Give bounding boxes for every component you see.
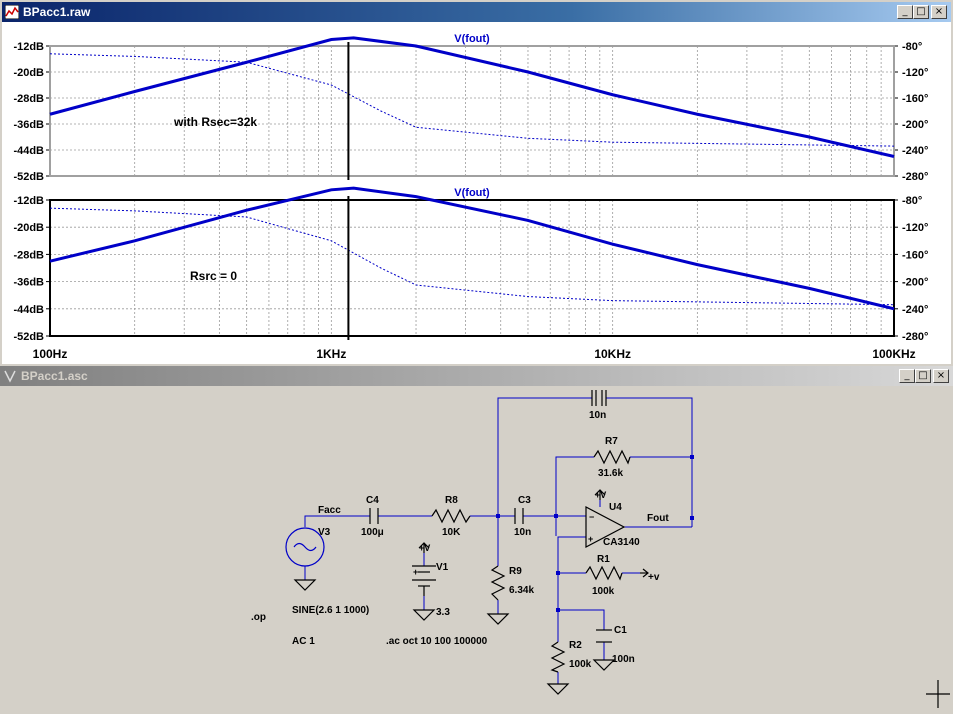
schematic-labels: C2 10n R7 31.6k U4 CA3140 Fout Facc C4 1… <box>251 386 669 670</box>
y-tick-label-left: -28dB <box>13 93 44 105</box>
y-tick-label-left: -52dB <box>13 331 44 343</box>
schematic-window[interactable]: BPacc1.asc _ □ × <box>0 366 953 714</box>
waveform-window[interactable]: BPacc1.raw _ □ × -12dB -80° -20dB -120° -28d… <box>0 0 953 366</box>
y-tick-label-right: -160° <box>902 249 928 261</box>
c3-value: 10n <box>514 527 531 538</box>
c3-ref: C3 <box>518 495 531 506</box>
facc-label: Facc <box>318 505 341 516</box>
opamp-minus-mark: − <box>589 512 594 522</box>
r2-ref: R2 <box>569 640 582 651</box>
y-tick-label-left: -36dB <box>13 277 44 289</box>
c1-ref: C1 <box>614 625 627 636</box>
c4-ref: C4 <box>366 495 379 506</box>
u4-ref: U4 <box>609 502 622 513</box>
sine-spec: SINE(2.6 1 1000) <box>292 605 369 616</box>
y-tick-label-left: -28dB <box>13 249 44 261</box>
phase-trace <box>49 53 895 147</box>
minimize-button[interactable]: _ <box>899 369 915 383</box>
opamp-plus-mark: + <box>588 534 593 544</box>
x-tick-label: 10KHz <box>594 347 631 361</box>
ac-directive: .ac oct 10 100 100000 <box>386 636 488 647</box>
v1-plus-mark: + <box>413 567 418 577</box>
minimize-button[interactable]: _ <box>897 5 913 19</box>
magnitude-trace <box>49 186 895 311</box>
maximize-button[interactable]: □ <box>913 5 929 19</box>
plusv-label: +v <box>648 572 660 583</box>
schematic-components <box>285 390 950 708</box>
r8-ref: R8 <box>445 495 458 506</box>
y-tick-label-right: -280° <box>902 331 928 343</box>
close-button[interactable]: × <box>933 369 949 383</box>
plot-area[interactable]: -12dB -80° -20dB -120° -28dB -160° -36dB -200° -… <box>2 22 951 364</box>
window-title: BPacc1.asc <box>21 369 88 383</box>
y-tick-label-right: -120° <box>902 67 928 79</box>
window-title: BPacc1.raw <box>23 5 91 19</box>
r1-ref: R1 <box>597 554 610 565</box>
r2-value: 100k <box>569 659 592 670</box>
x-tick-label: 100KHz <box>872 347 915 361</box>
plot-frame <box>49 199 895 337</box>
x-tick-label: 100Hz <box>33 347 68 361</box>
close-button[interactable]: × <box>931 5 947 19</box>
y-tick-label-right: -80° <box>902 195 922 207</box>
v3-ref: V3 <box>318 527 331 538</box>
y-tick-label-left: -52dB <box>13 171 44 183</box>
schematic-canvas[interactable]: C2 10n R7 31.6k U4 CA3140 Fout Facc C4 1… <box>0 386 953 714</box>
v1-value: 3.3 <box>436 607 450 618</box>
phase-trace <box>49 207 895 306</box>
y-tick-label-right: -280° <box>902 171 928 183</box>
y-tick-label-right: -200° <box>902 277 928 289</box>
y-tick-label-left: -20dB <box>13 222 44 234</box>
plot-frame <box>49 45 895 177</box>
c2-ref: C2 <box>593 386 606 389</box>
waveform-app-icon <box>5 5 19 19</box>
c2-value: 10n <box>589 410 606 421</box>
magnitude-trace <box>49 36 895 158</box>
y-tick-label-right: -240° <box>902 304 928 316</box>
r8-value: 10K <box>442 527 461 538</box>
plot-annotation: with Rsec=32k <box>173 115 257 129</box>
y-tick-label-left: -44dB <box>13 145 44 157</box>
y-tick-label-right: -80° <box>902 41 922 53</box>
trace-label: V(fout) <box>454 187 490 199</box>
fout-label: Fout <box>647 513 669 524</box>
r9-value: 6.34k <box>509 585 534 596</box>
y-tick-label-right: -240° <box>902 145 928 157</box>
schematic-app-icon <box>4 370 16 383</box>
u4-supply-label: +V <box>595 490 606 500</box>
v1-supply-label: +V <box>419 543 430 553</box>
y-tick-label-right: -160° <box>902 93 928 105</box>
plot-annotation: Rsrc = 0 <box>190 269 237 283</box>
ac-spec: AC 1 <box>292 636 315 647</box>
u4-part: CA3140 <box>603 537 640 548</box>
r9-ref: R9 <box>509 566 522 577</box>
r1-value: 100k <box>592 586 615 597</box>
waveform-titlebar[interactable]: BPacc1.raw _ □ × <box>2 2 951 22</box>
op-directive: .op <box>251 612 266 623</box>
y-tick-label-left: -12dB <box>13 195 44 207</box>
y-tick-label-right: -200° <box>902 119 928 131</box>
y-tick-label-left: -44dB <box>13 304 44 316</box>
y-tick-label-left: -12dB <box>13 41 44 53</box>
x-tick-label: 1KHz <box>316 347 346 361</box>
c4-value: 100μ <box>361 527 384 538</box>
maximize-button[interactable]: □ <box>915 369 931 383</box>
c1-value: 100n <box>612 654 635 665</box>
r7-value: 31.6k <box>598 468 623 479</box>
v1-ref: V1 <box>436 562 449 573</box>
y-tick-label-right: -120° <box>902 222 928 234</box>
schematic-titlebar[interactable]: BPacc1.asc _ □ × <box>0 366 953 386</box>
trace-label: V(fout) <box>454 33 490 45</box>
junction-dots <box>496 455 694 612</box>
y-tick-label-left: -36dB <box>13 119 44 131</box>
y-tick-label-left: -20dB <box>13 67 44 79</box>
r7-ref: R7 <box>605 436 618 447</box>
